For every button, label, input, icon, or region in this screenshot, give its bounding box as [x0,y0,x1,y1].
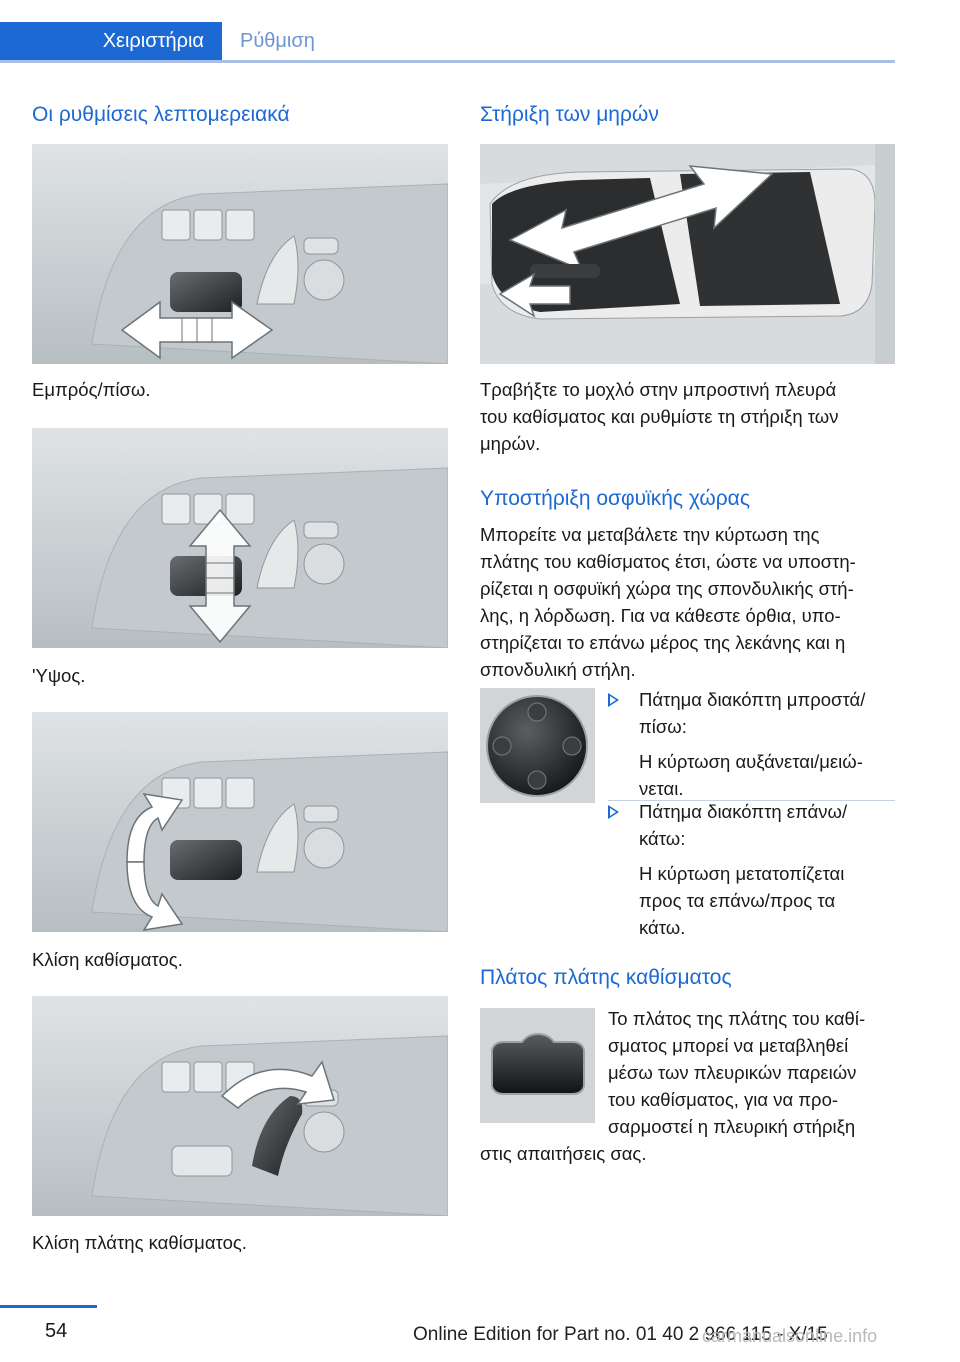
lumbar-line-3: ρίζεται η οσφυϊκή χώρα της σπονδυλικής σ… [480,578,854,599]
left-heading: Οι ρυθμίσεις λεπτομερειακά [32,103,290,126]
caption-backrest-tilt: Κλίση πλάτης καθίσματος. [32,1232,247,1253]
lumbar-line-2: πλάτης του καθίσματος έτσι, ώστε να υποσ… [480,551,856,572]
bullet-2-result-line-1: Η κύρτωση μετατοπίζεται [639,863,845,884]
figure-backrest-width-switch [480,1008,595,1123]
lumbar-line-6: σπονδυλική στήλη. [480,659,636,680]
lumbar-line-5: στηρίζεται το επάνω μέρος της λεκάνης κα… [480,632,846,653]
lumbar-line-1: Μπορείτε να μεταβάλετε την κύρτωση της [480,524,820,545]
bullet-1-result-line-2: νεται. [639,778,684,799]
bullet-2-action-line-2: κάτω: [639,828,686,849]
lumbar-bullet-2: Πάτημα διακόπτη επάνω/ κάτω: Η κύρτωση μ… [608,798,898,941]
bullet-2-result-line-3: κάτω. [639,917,686,938]
bullet-2-result-line-2: προς τα επάνω/προς τα [639,890,836,911]
backrest-width-line-1: Το πλάτος της πλάτης του καθί‐ [608,1008,866,1029]
lumbar-heading: Υποστήριξη οσφυϊκής χώρας [480,487,750,510]
bullet-1-action-line-1: Πάτημα διακόπτη μπροστά/ [639,689,866,710]
thigh-support-line-1: Τραβήξτε το μοχλό στην μπροστινή πλευρά [480,379,837,400]
backrest-width-heading: Πλάτος πλάτης καθίσματος [480,966,732,989]
lumbar-line-4: λης, η λόρδωση. Για να κάθεστε όρθια, υπ… [480,605,841,626]
figure-seat-tilt [32,712,448,932]
backrest-width-line-4: του καθίσματος, για να προ‐ [608,1089,839,1110]
bullet-triangle-icon [608,693,619,707]
caption-height: 'Υψος. [32,665,86,686]
bullet-1-action-line-2: πίσω: [639,716,687,737]
caption-seat-tilt: Κλίση καθίσματος. [32,949,183,970]
bullet-2-action-line-1: Πάτημα διακόπτη επάνω/ [639,801,848,822]
tab-adjustment[interactable]: Ρύθμιση [240,30,315,52]
figure-height [32,428,448,648]
bullet-divider [608,800,895,801]
backrest-width-line-6: στις απαιτήσεις σας. [480,1143,647,1164]
bullet-1-result-line-1: Η κύρτωση αυξάνεται/μειώ‐ [639,751,863,772]
figure-forward-back [32,144,448,364]
tab-controls[interactable]: Χειριστήρια [0,22,222,60]
figure-lumbar-switch [480,688,595,803]
page-number: 54 [45,1320,68,1342]
backrest-width-line-5: σαρμοστεί η πλευρική στήριξη [608,1116,856,1137]
watermark: carmanualsonline.info [702,1326,878,1346]
lumbar-bullet-1: Πάτημα διακόπτη μπροστά/ πίσω: Η κύρτωση… [608,686,898,802]
caption-forward-back: Εμπρός/πίσω. [32,379,151,400]
footer-edition: Online Edition for Part no. 01 40 2 966 … [413,1324,828,1345]
header-divider [0,60,895,63]
backrest-width-line-2: σματος μπορεί να μεταβληθεί [608,1035,849,1056]
backrest-width-line-3: μέσω των πλευρικών παρειών [608,1062,857,1083]
footer-accent-line [0,1305,97,1308]
figure-thigh-support [480,144,895,364]
header-tabs: Χειριστήρια Ρύθμιση [0,22,895,63]
thigh-support-line-2: του καθίσματος και ρυθμίστε τη στήριξη τ… [480,406,839,427]
figure-backrest-tilt [32,996,448,1216]
thigh-support-heading: Στήριξη των μηρών [480,103,659,126]
thigh-support-line-3: μηρών. [480,433,541,454]
bullet-triangle-icon [608,805,619,819]
